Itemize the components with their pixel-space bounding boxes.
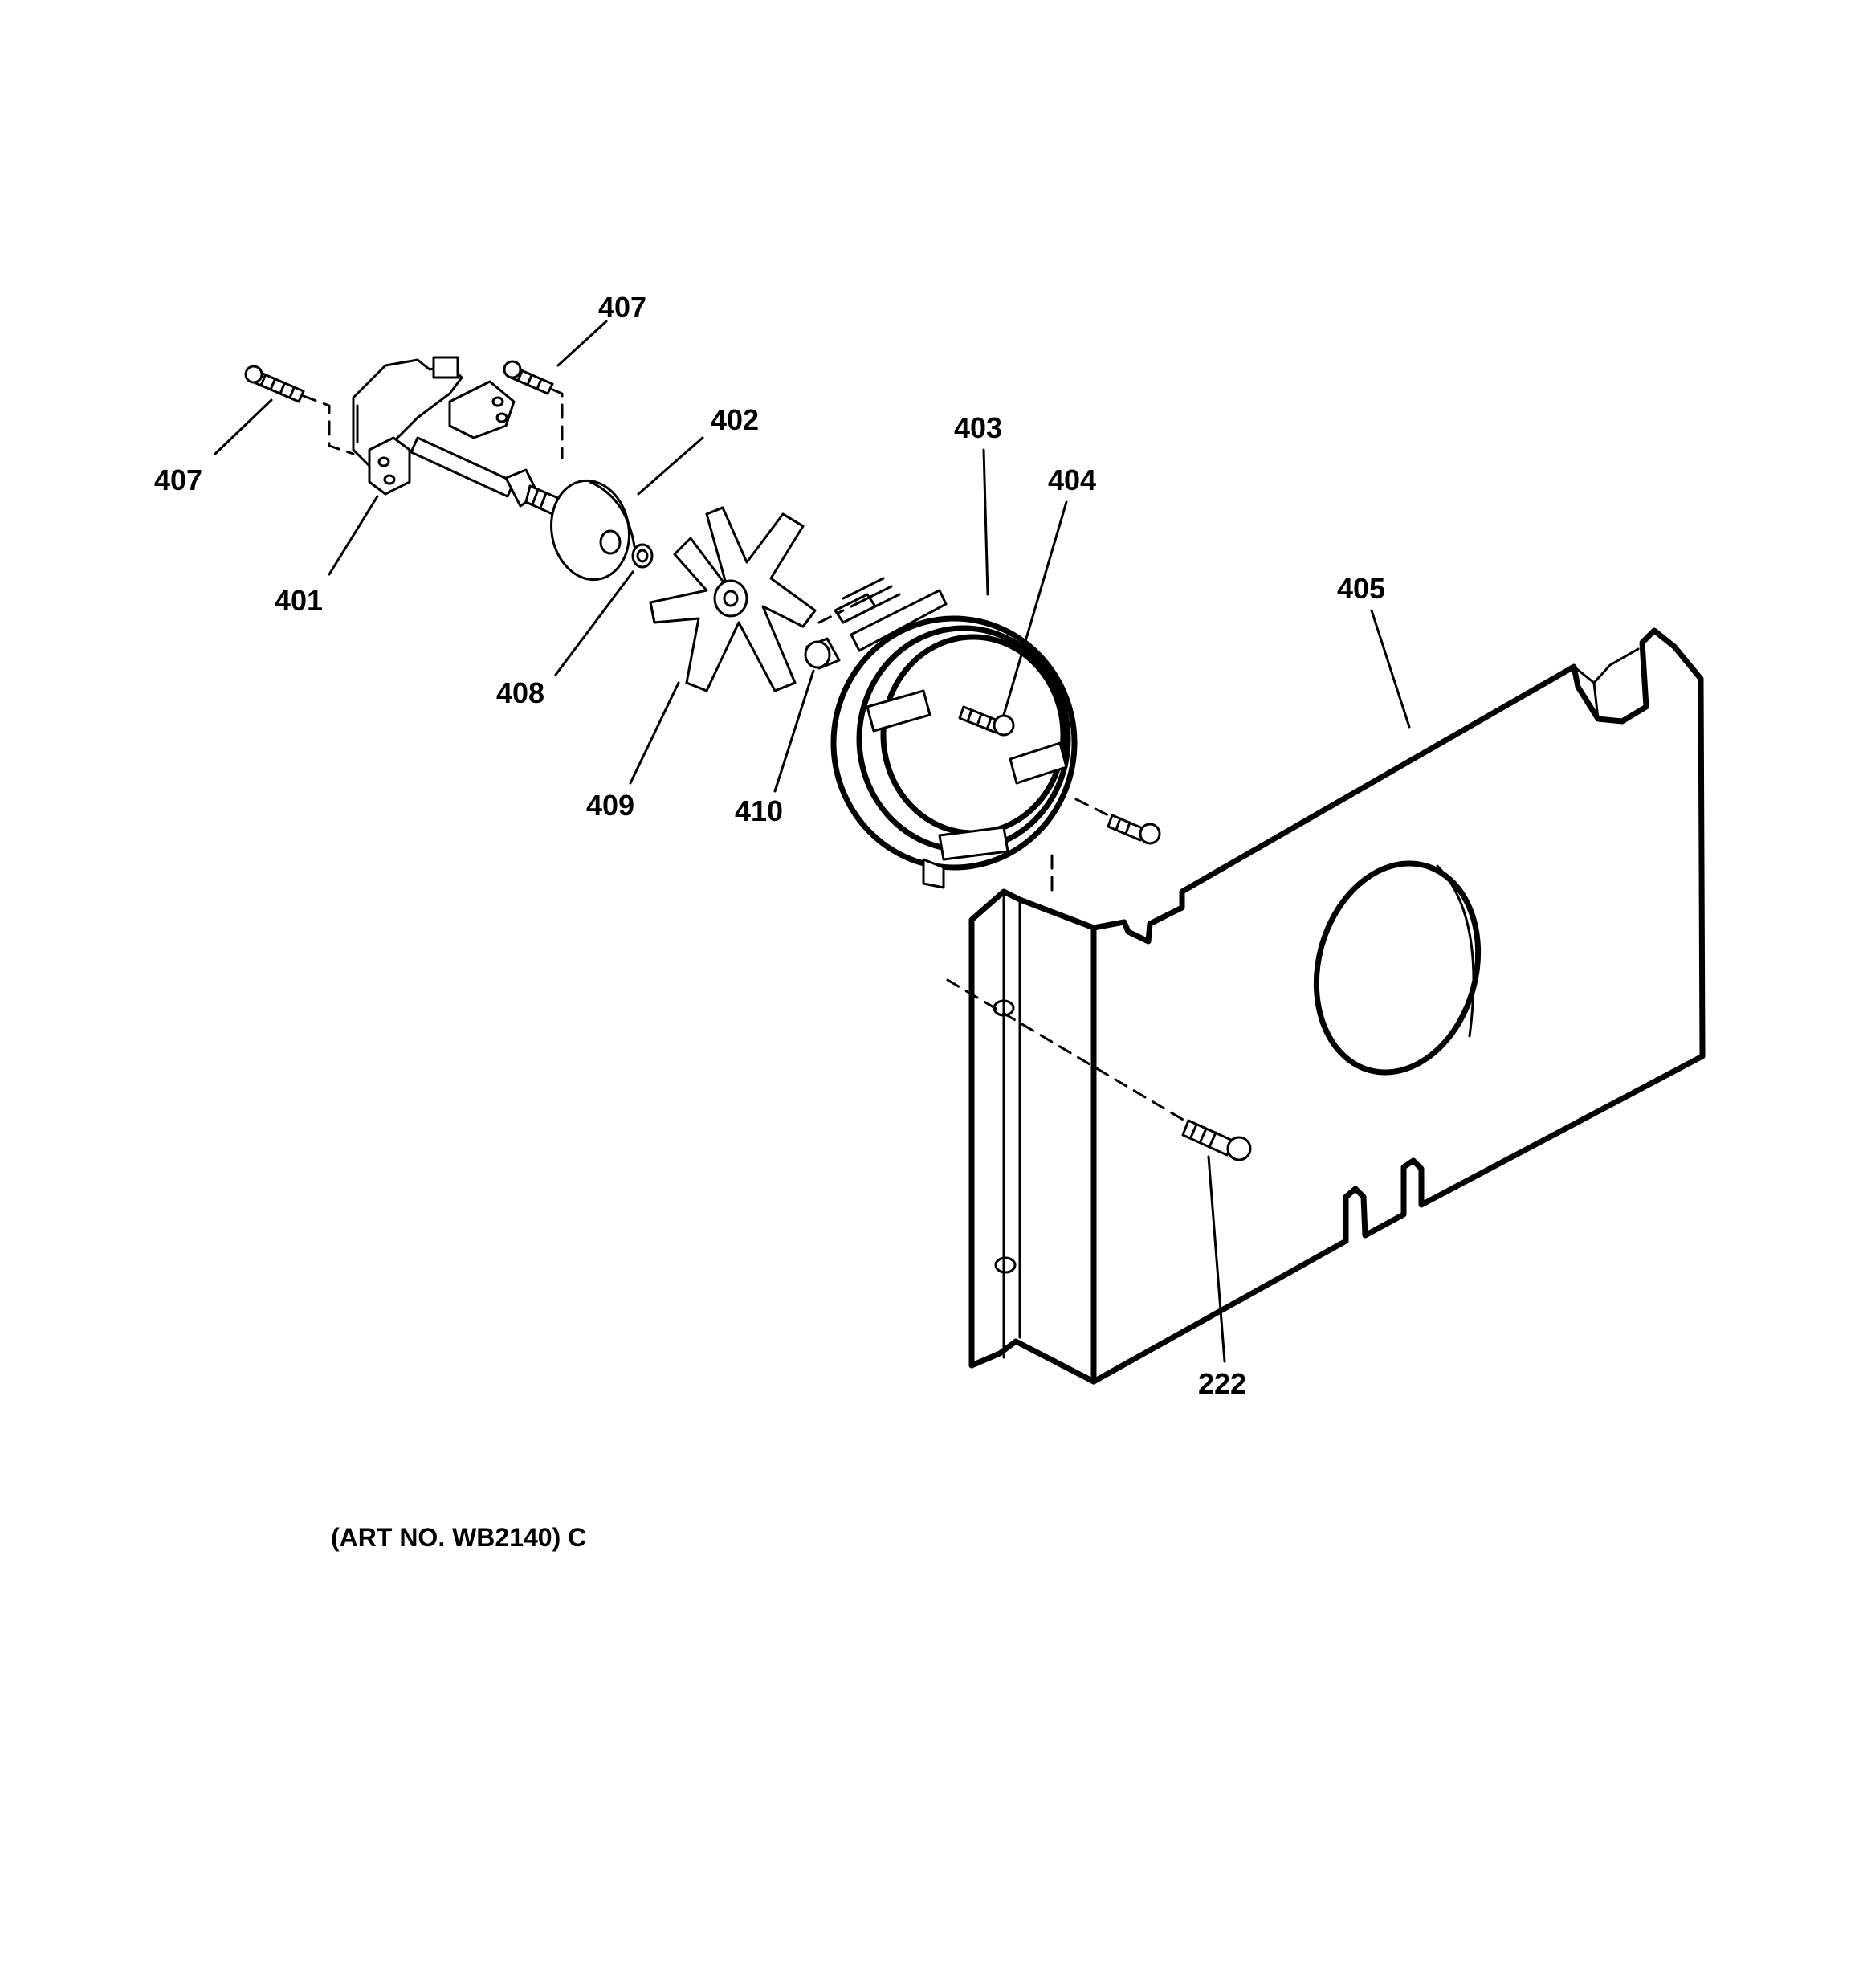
label-403: 403 [954,411,1002,444]
label-401: 401 [275,584,323,617]
screw-407-right [503,360,554,395]
fan-blade-409 [649,506,817,692]
panel-side-flange [968,888,1097,1385]
screw-404 [958,705,1015,737]
screw-element-lower [1074,798,1161,845]
motor-bracket-401 [352,356,560,516]
label-405: 405 [1337,572,1385,605]
label-402: 402 [711,403,759,436]
screw-407-left [244,365,305,403]
leader-lines [214,320,1411,1363]
art-number: (ART NO. WB2140) C [331,1523,586,1552]
dashed-guides-407 [302,388,564,459]
label-222: 222 [1198,1367,1246,1400]
label-409: 409 [586,789,634,822]
dashed-guides [817,609,1054,893]
back-panel-405 [1090,627,1706,1385]
label-407-right: 407 [598,291,646,324]
heating-element-403 [830,577,1078,889]
washer-408 [631,543,654,569]
label-407-left: 407 [154,463,202,496]
hub-402 [550,479,636,582]
screw-222 [946,978,1252,1161]
label-404: 404 [1048,463,1096,496]
fan-opening [1313,860,1482,1076]
label-408: 408 [496,676,544,709]
label-410: 410 [735,794,783,827]
spacer-410 [804,637,841,670]
